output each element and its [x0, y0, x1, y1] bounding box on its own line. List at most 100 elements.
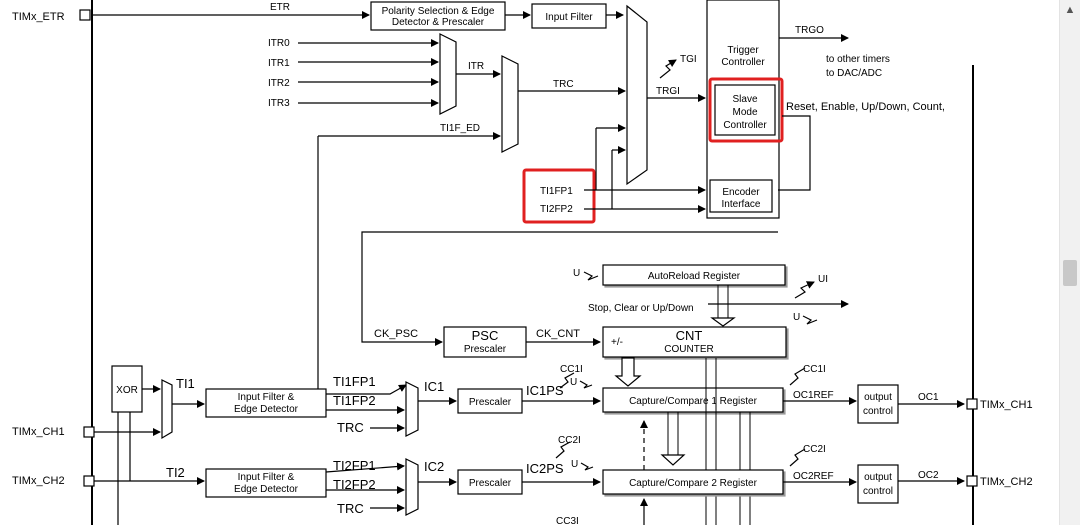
pin-timx-ch2-label: TIMx_CH2 [12, 475, 65, 487]
itr3-label: ITR3 [268, 98, 290, 109]
pin-timx-ch1 [83, 426, 95, 438]
ck-psc-label: CK_PSC [374, 328, 418, 340]
psc-label: PSC [472, 328, 499, 343]
u-arrow-1 [583, 271, 599, 281]
trgi-label: TRGI [656, 86, 680, 97]
ti1fp1-ch-line [326, 384, 407, 395]
polarity-selection-block [370, 1, 506, 31]
itr-label: ITR [468, 61, 484, 72]
stop-clear-label: Stop, Clear or Up/Down [588, 303, 694, 314]
ti2-label: TI2 [166, 465, 185, 480]
trigger-label-2: Controller [721, 57, 765, 68]
cc2i-left-arrow [555, 441, 571, 459]
cc1i-right-label: CC1I [803, 364, 826, 375]
scroll-up-icon[interactable]: ▲ [1064, 4, 1076, 16]
u-label-2: U [793, 312, 800, 323]
out1-label-2: control [863, 406, 893, 417]
cnt-to-ccr1-arrow [614, 357, 642, 387]
ch1-ti1fp2-label: TI1FP2 [333, 393, 376, 408]
ck-cnt-label: CK_CNT [536, 328, 580, 340]
autoreload-register [602, 264, 786, 286]
ck-psc-line [361, 231, 778, 346]
pin-timx-ch1-out [966, 398, 978, 410]
ccr2-label: Capture/Compare 2 Register [629, 478, 758, 489]
itr-mux [439, 33, 457, 115]
output-control-2 [857, 464, 899, 504]
trgi-mux [626, 4, 648, 186]
ic1-label: IC1 [424, 379, 444, 394]
filter1-label-1: Input Filter & [238, 392, 295, 403]
slave-label-2: Mode [732, 107, 757, 118]
cc1i-top-label: CC1I [560, 364, 583, 375]
ui-arrow [794, 281, 815, 299]
other-timers-label: to other timers [826, 54, 890, 65]
psc-sub-label: Prescaler [464, 344, 507, 355]
etr-input-filter-label: Input Filter [545, 12, 593, 23]
polarity-label-1: Polarity Selection & Edge [382, 6, 495, 17]
capture-compare-2-register [602, 469, 784, 495]
oc1ref-label: OC1REF [793, 390, 834, 401]
pin-timx-ch2 [83, 475, 95, 487]
slave-mode-controller [714, 84, 776, 136]
u-label-3: U [570, 377, 577, 388]
capture-compare-1-register [602, 387, 784, 413]
input-filter-edge-detector-1 [205, 388, 327, 418]
pin-timx-ch2-out [966, 475, 978, 487]
ic2-label: IC2 [424, 459, 444, 474]
vertical-scrollbar[interactable]: ▲ [1059, 0, 1080, 525]
cc2i-right-arrow [789, 448, 806, 467]
ic1-mux [405, 381, 419, 437]
encoder-interface [709, 179, 773, 213]
slave-label-3: Controller [723, 120, 767, 131]
timer-block-diagram: TIMx_ETR ETR Polarity Selection & Edge D… [12, 0, 1033, 525]
oc2-label: OC2 [918, 470, 939, 481]
out2-label-1: output [864, 472, 892, 483]
etr-signal-label: ETR [270, 2, 290, 13]
u-arrow-3 [579, 380, 593, 389]
prescaler-1 [457, 388, 523, 414]
etr-input-filter-block [531, 3, 607, 29]
ti-signals-highlight [522, 168, 596, 224]
output-control-1 [857, 384, 899, 424]
oc2ref-label: OC2REF [793, 471, 834, 482]
ccr1-ccr2-bus-arrow [660, 454, 686, 466]
cc3i-label: CC3I [556, 516, 579, 525]
itr1-label: ITR1 [268, 58, 290, 69]
filter2-label-1: Input Filter & [238, 472, 295, 483]
prescaler1-label: Prescaler [469, 397, 512, 408]
encoder-label-1: Encoder [722, 187, 760, 198]
cc2i-right-label: CC2I [803, 444, 826, 455]
ic2-mux [405, 458, 419, 516]
pin-timx-etr [79, 9, 91, 21]
ic1ps-label: IC1PS [526, 383, 564, 398]
plus-minus-label: +/- [611, 337, 623, 348]
u-label-1: U [573, 268, 580, 279]
ti2fp1-ch-line [325, 462, 405, 473]
pin-timx-ch2-out-label: TIMx_CH2 [980, 476, 1033, 488]
dac-adc-label: to DAC/ADC [826, 68, 882, 79]
ti1fp1-label: TI1FP1 [540, 186, 573, 197]
slave-outputs-label: Reset, Enable, Up/Down, Count, [786, 101, 945, 113]
psc-prescaler [443, 326, 527, 358]
ch1-trc-label: TRC [337, 420, 364, 435]
arr-cnt-bus-arrow [710, 317, 736, 327]
pin-timx-ch1-label: TIMx_CH1 [12, 426, 65, 438]
trc-label: TRC [553, 79, 574, 90]
slave-feedback-line [778, 115, 811, 191]
slave-label-1: Slave [732, 94, 757, 105]
ccr1-label: Capture/Compare 1 Register [629, 396, 758, 407]
cc2i-left-label: CC2I [558, 435, 581, 446]
prescaler2-label: Prescaler [469, 478, 512, 489]
polarity-label-2: Detector & Prescaler [392, 17, 485, 28]
out2-label-2: control [863, 486, 893, 497]
scroll-thumb[interactable] [1063, 260, 1077, 286]
input-filter-edge-detector-2 [205, 468, 327, 498]
encoder-label-2: Interface [722, 199, 761, 210]
pin-timx-ch1-out-label: TIMx_CH1 [980, 399, 1033, 411]
cc1i-right-arrow [789, 367, 806, 386]
itr0-label: ITR0 [268, 38, 290, 49]
u-arrow-2 [802, 315, 818, 325]
filter2-label-2: Edge Detector [234, 484, 299, 495]
ch2-ti2fp1-label: TI2FP1 [333, 458, 376, 473]
slave-mode-highlight [708, 77, 784, 143]
